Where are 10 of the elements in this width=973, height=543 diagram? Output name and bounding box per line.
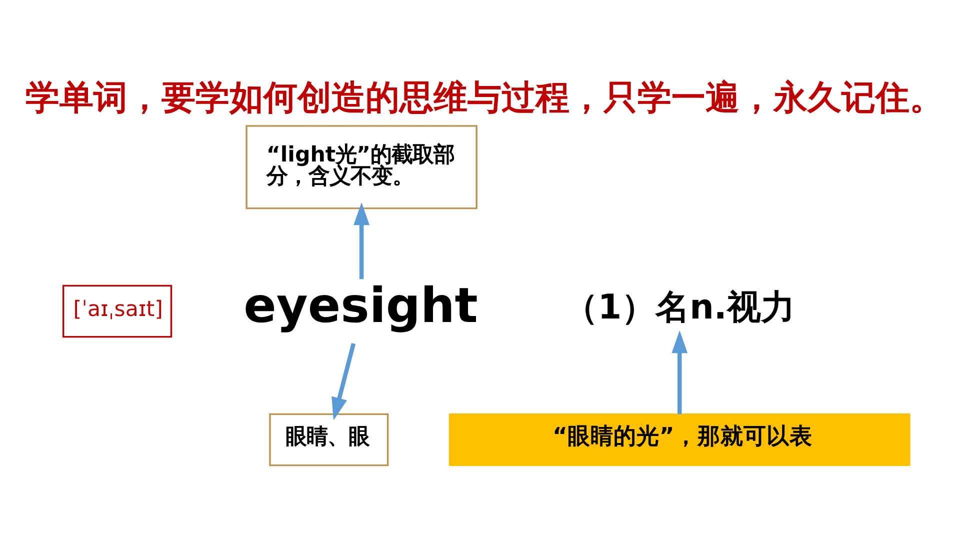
arrow [332,342,356,420]
node-text: eyesight [244,278,478,334]
node-box: “light光”的截取部分，含义不变。 [246,125,478,210]
diagram-title: 学单词，要学如何创造的思维与过程，只学一遍，永久记住。 [26,78,944,118]
node-box: 眼睛、眼 [269,413,389,466]
arrow [354,202,370,280]
node-text: （1）名n.视力 [564,288,795,328]
arrow [672,330,688,414]
node-box: “眼睛的光”，那就可以表 [448,414,910,466]
node-box: [ˈaɪˌsaɪt] [62,284,172,338]
